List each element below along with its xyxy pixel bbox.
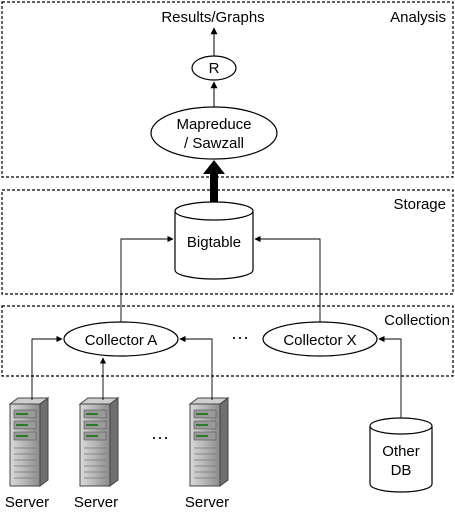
other-db-to-collector-x-arrow bbox=[379, 339, 401, 418]
collector-x-label: Collector X bbox=[283, 332, 356, 349]
collection-layer-label: Collection bbox=[384, 312, 450, 329]
collector-a-to-bigtable-arrow bbox=[121, 239, 173, 322]
analysis-layer-label: Analysis bbox=[390, 9, 446, 26]
server-3-to-collector-a-arrow bbox=[180, 339, 212, 400]
server-1-to-collector-a-arrow bbox=[32, 339, 62, 400]
storage-layer-label: Storage bbox=[393, 196, 446, 213]
bigtable-to-mapreduce-thick-arrow bbox=[203, 160, 225, 204]
other-db-label-line1: Other bbox=[382, 443, 420, 460]
collectors-ellipsis: ··· bbox=[231, 327, 249, 347]
collector-x-to-bigtable-arrow bbox=[255, 239, 320, 322]
r-node-label: R bbox=[209, 60, 220, 77]
server-3-label: Server bbox=[185, 494, 229, 511]
bigtable-label: Bigtable bbox=[187, 234, 241, 251]
server-3-icon bbox=[190, 398, 228, 486]
collector-a-label: Collector A bbox=[85, 332, 158, 349]
mapreduce-label-line1: Mapreduce bbox=[176, 116, 251, 133]
other-db-label-line2: DB bbox=[391, 462, 412, 479]
results-graphs-label: Results/Graphs bbox=[161, 9, 264, 26]
server-1-label: Server bbox=[5, 494, 49, 511]
servers-ellipsis: ··· bbox=[151, 427, 169, 447]
server-2-label: Server bbox=[74, 494, 118, 511]
server-1-icon bbox=[10, 398, 48, 486]
server-2-icon bbox=[80, 398, 118, 486]
mapreduce-label-line2: / Sawzall bbox=[184, 135, 244, 152]
